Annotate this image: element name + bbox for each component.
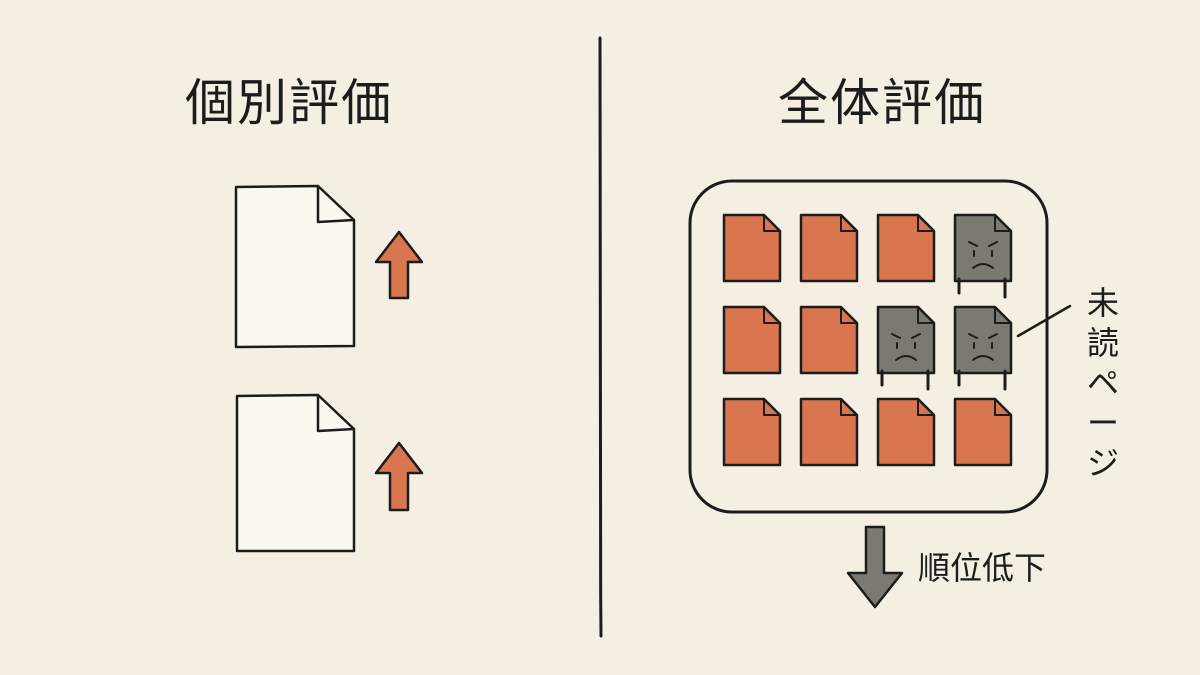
sad-face-icon xyxy=(957,333,1007,391)
ranking-drop-label: 順位低下 xyxy=(918,549,1047,587)
label-char: ペ xyxy=(1086,364,1119,402)
sad-page-icon xyxy=(953,213,1013,299)
unread-pages-label: 未 読 ペ ー ジ xyxy=(1083,283,1123,483)
down-arrow-icon xyxy=(846,525,904,609)
page-icon xyxy=(722,305,782,375)
label-char: ジ xyxy=(1086,444,1119,482)
page-icon xyxy=(799,213,859,283)
page-icon xyxy=(876,213,936,283)
page-icon xyxy=(953,397,1013,467)
page-icon xyxy=(876,397,936,467)
page-icon xyxy=(722,397,782,467)
sad-page-icon xyxy=(876,305,936,391)
label-char: 読 xyxy=(1086,324,1119,362)
sad-face-icon xyxy=(957,241,1007,299)
label-char: ー xyxy=(1086,404,1119,442)
up-arrow-icon xyxy=(374,441,424,512)
document-icon xyxy=(234,184,356,349)
up-arrow-icon xyxy=(374,230,424,300)
left-panel-title: 個別評価 xyxy=(185,74,393,132)
page-icon xyxy=(722,213,782,283)
center-divider xyxy=(598,36,603,638)
site-container xyxy=(688,179,1049,514)
page-icon xyxy=(799,305,859,375)
page-grid xyxy=(722,213,1013,467)
sad-face-icon xyxy=(880,333,930,391)
callout-leader-line xyxy=(1016,304,1072,338)
page-icon xyxy=(799,397,859,467)
label-char: 未 xyxy=(1086,284,1119,322)
document-icon xyxy=(235,393,356,553)
right-panel-title: 全体評価 xyxy=(778,74,986,132)
sad-page-icon xyxy=(953,305,1013,391)
